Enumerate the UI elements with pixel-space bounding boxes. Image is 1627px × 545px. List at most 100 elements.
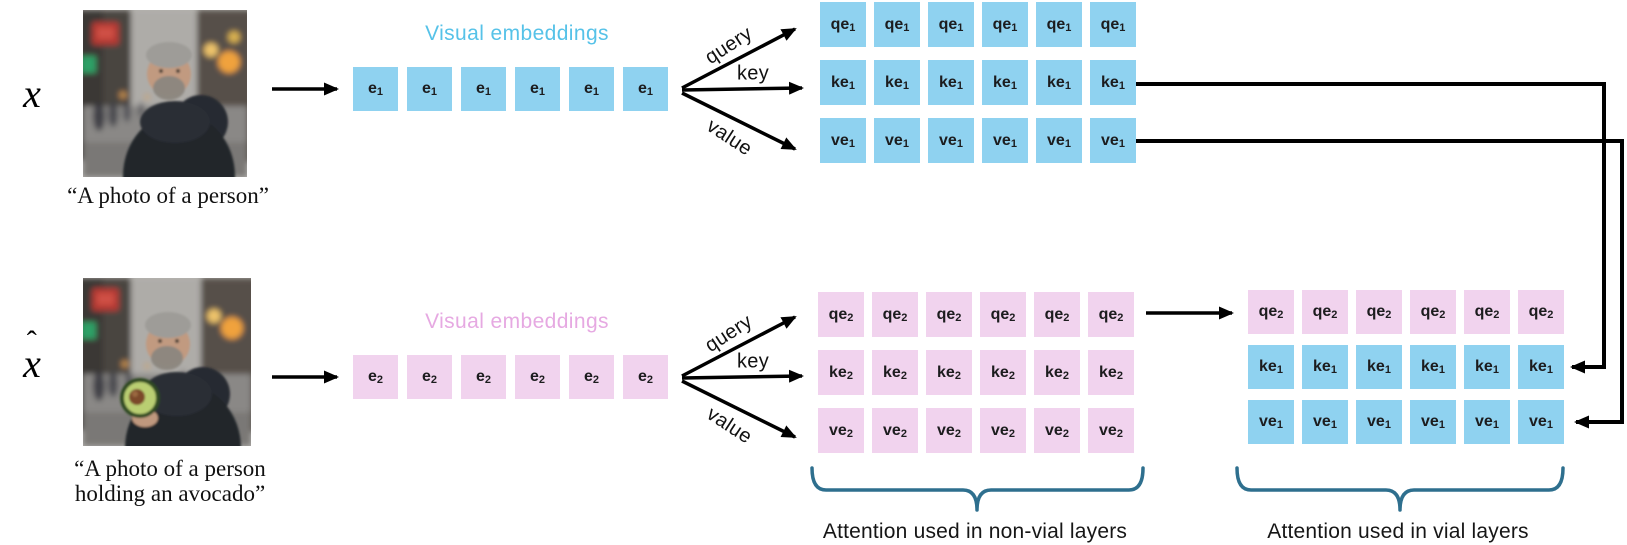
symbol-x-text: x <box>23 71 41 116</box>
fan-label-value-1: value <box>702 114 756 161</box>
fan-label-key-2: key <box>736 350 770 373</box>
attention-label-vial: Attention used in vial layers <box>1267 520 1529 543</box>
attention-label-non-vial: Attention used in non-vial layers <box>822 520 1128 543</box>
photo-person-art <box>83 10 247 177</box>
symbol-x-hat-base: x <box>23 341 41 386</box>
fan-label-value-2: value <box>702 402 756 449</box>
caption-line: “A photo of a person” <box>67 183 269 208</box>
arrow-value-key-2 <box>681 369 804 383</box>
brace-non-vial <box>810 466 1145 512</box>
symbol-x-hat-text: x ˆ <box>23 327 41 386</box>
arrow-key-1 <box>681 81 804 95</box>
symbol-x-hat: x ˆ <box>10 327 54 386</box>
visual-embeddings-label-2: Visual embeddings <box>425 310 609 333</box>
visual-embeddings-label-1: Visual embeddings <box>425 22 609 45</box>
photo-caption-1: “A photo of a person” <box>43 183 293 208</box>
caption-line: holding an avocado” <box>74 481 266 506</box>
symbol-x: x <box>10 72 54 116</box>
hat-accent: ˆ <box>26 325 37 358</box>
photo-person <box>83 10 247 177</box>
fan-label-key-1: key <box>736 62 770 85</box>
photo-person-avocado <box>83 278 251 446</box>
